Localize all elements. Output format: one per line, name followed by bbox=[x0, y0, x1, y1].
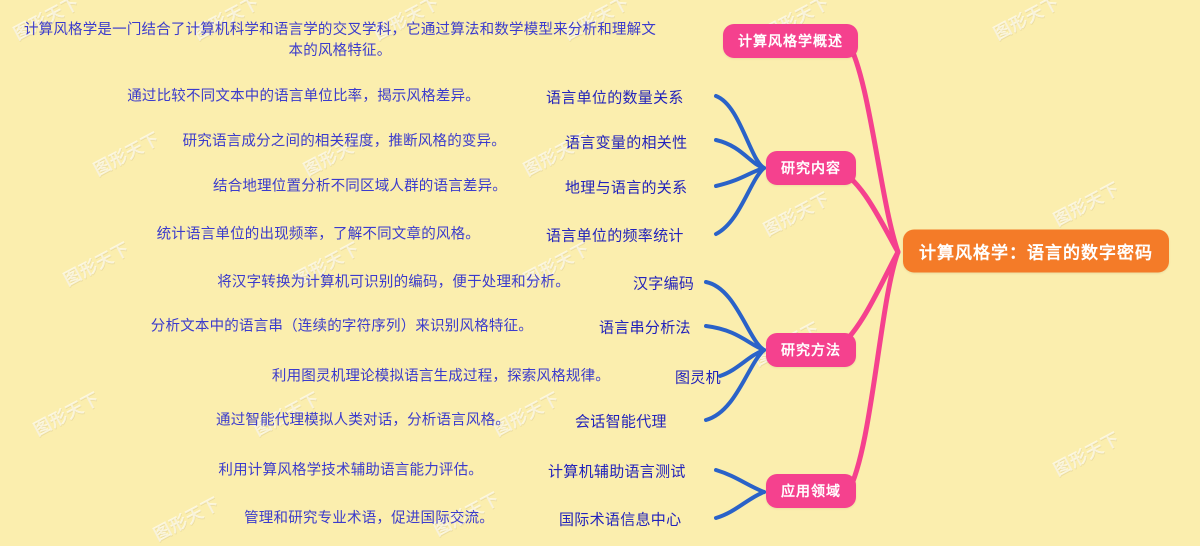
branch-node-application-field[interactable]: 应用领域 bbox=[766, 474, 856, 508]
description-node[interactable]: 利用图灵机理论模拟语言生成过程，探索风格规律。 bbox=[271, 368, 610, 385]
branch-node-research-content[interactable]: 研究内容 bbox=[766, 151, 856, 185]
leaf-node[interactable]: 汉字编码 bbox=[633, 275, 695, 293]
description-node[interactable]: 利用计算风格学技术辅助语言能力评估。 bbox=[218, 462, 483, 479]
description-node[interactable]: 统计语言单位的出现频率，了解不同文章的风格。 bbox=[156, 226, 480, 243]
leaf-node[interactable]: 会话智能代理 bbox=[575, 413, 667, 431]
description-node[interactable]: 管理和研究专业术语，促进国际交流。 bbox=[244, 510, 494, 527]
leaf-node[interactable]: 语言串分析法 bbox=[599, 319, 691, 337]
branch-node-overview[interactable]: 计算风格学概述 bbox=[723, 24, 858, 58]
description-node[interactable]: 分析文本中的语言串（连续的字符序列）来识别风格特征。 bbox=[150, 318, 533, 335]
leaf-node[interactable]: 语言单位的频率统计 bbox=[546, 227, 684, 245]
description-node[interactable]: 将汉字转换为计算机可识别的编码，便于处理和分析。 bbox=[217, 274, 570, 291]
description-node[interactable]: 通过比较不同文本中的语言单位比率，揭示风格差异。 bbox=[127, 88, 480, 105]
root-node[interactable]: 计算风格学：语言的数字密码 bbox=[903, 229, 1169, 273]
description-node[interactable]: 通过智能代理模拟人类对话，分析语言风格。 bbox=[216, 412, 510, 429]
leaf-node[interactable]: 语言单位的数量关系 bbox=[546, 89, 684, 107]
leaf-node[interactable]: 图灵机 bbox=[675, 369, 721, 387]
description-node[interactable]: 结合地理位置分析不同区域人群的语言差异。 bbox=[213, 178, 507, 195]
description-node[interactable]: 研究语言成分之间的相关程度，推断风格的变异。 bbox=[182, 133, 506, 150]
leaf-node[interactable]: 计算机辅助语言测试 bbox=[548, 463, 686, 481]
leaf-node[interactable]: 国际术语信息中心 bbox=[559, 511, 682, 529]
branch-node-research-method[interactable]: 研究方法 bbox=[766, 333, 856, 367]
description-node-overview[interactable]: 计算风格学是一门结合了计算机科学和语言学的交叉学科，它通过算法和数学模型来分析和… bbox=[23, 21, 657, 59]
leaf-node[interactable]: 语言变量的相关性 bbox=[565, 134, 688, 152]
leaf-node[interactable]: 地理与语言的关系 bbox=[565, 179, 688, 197]
